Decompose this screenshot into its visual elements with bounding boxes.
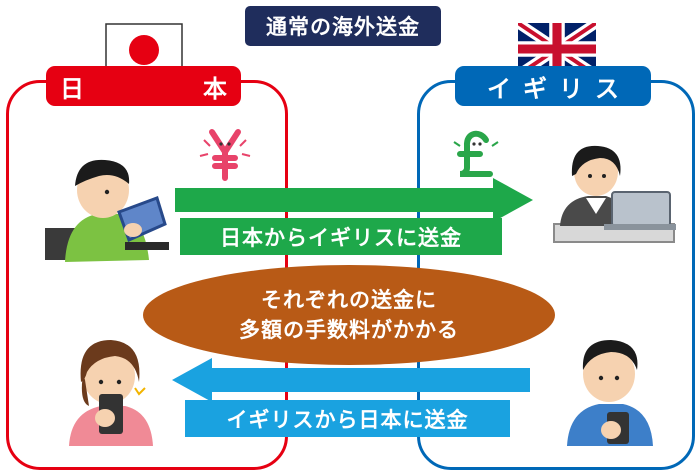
fee-note-line1: それぞれの送金に: [261, 288, 437, 312]
uk-person-phone-illustration: [567, 340, 653, 446]
japan-label-left: 日: [60, 74, 84, 103]
japan-label: 日 本: [46, 66, 241, 106]
japan-label-right: 本: [203, 74, 227, 103]
uk-label: イギリス: [455, 66, 651, 106]
fee-note-line2: 多額の手数料がかかる: [239, 318, 459, 342]
japan-person-tablet-illustration: [45, 159, 169, 262]
yen-coin-icon: [199, 129, 251, 181]
arrow-to-jp: [172, 358, 530, 402]
arrow-to-uk: [175, 178, 533, 222]
diagram-title: 通常の海外送金: [245, 6, 441, 46]
pound-coin-icon: [453, 130, 499, 177]
uk-person-laptop-illustration: [553, 145, 676, 243]
fee-note: それぞれの送金に 多額の手数料がかかる: [143, 265, 555, 365]
arrow-to-uk-label: 日本からイギリスに送金: [180, 218, 502, 255]
arrow-to-jp-label: イギリスから日本に送金: [185, 400, 510, 437]
japan-person-phone-illustration: [69, 340, 153, 446]
